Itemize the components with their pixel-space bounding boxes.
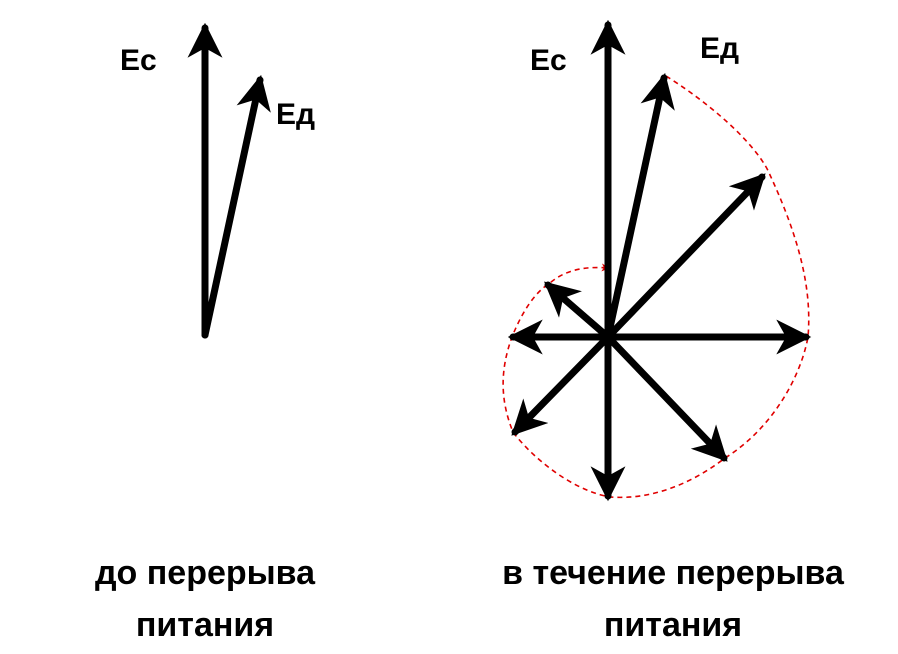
right-ed-vector bbox=[604, 72, 675, 341]
vector-nw bbox=[544, 281, 612, 341]
right-caption-line1: в течение перерыва bbox=[502, 554, 845, 592]
left-ed-label: Eд bbox=[276, 98, 315, 131]
vector-sw bbox=[511, 333, 612, 436]
left-ec-label: Ec bbox=[120, 44, 157, 77]
left-ed-vector bbox=[201, 74, 271, 339]
vector-ne bbox=[604, 173, 766, 341]
right-ed-label: Eд bbox=[700, 32, 739, 65]
right-ec-label: Ec bbox=[530, 44, 567, 77]
vector-se bbox=[604, 333, 728, 462]
right-caption-line2: питания bbox=[604, 606, 742, 644]
right-panel: Ec Eд в течение перерыва питания bbox=[502, 19, 845, 644]
left-caption-line2: питания bbox=[136, 606, 274, 644]
left-panel: Ec Eд до перерыва питания bbox=[95, 22, 316, 644]
left-caption-line1: до перерыва bbox=[95, 554, 316, 592]
